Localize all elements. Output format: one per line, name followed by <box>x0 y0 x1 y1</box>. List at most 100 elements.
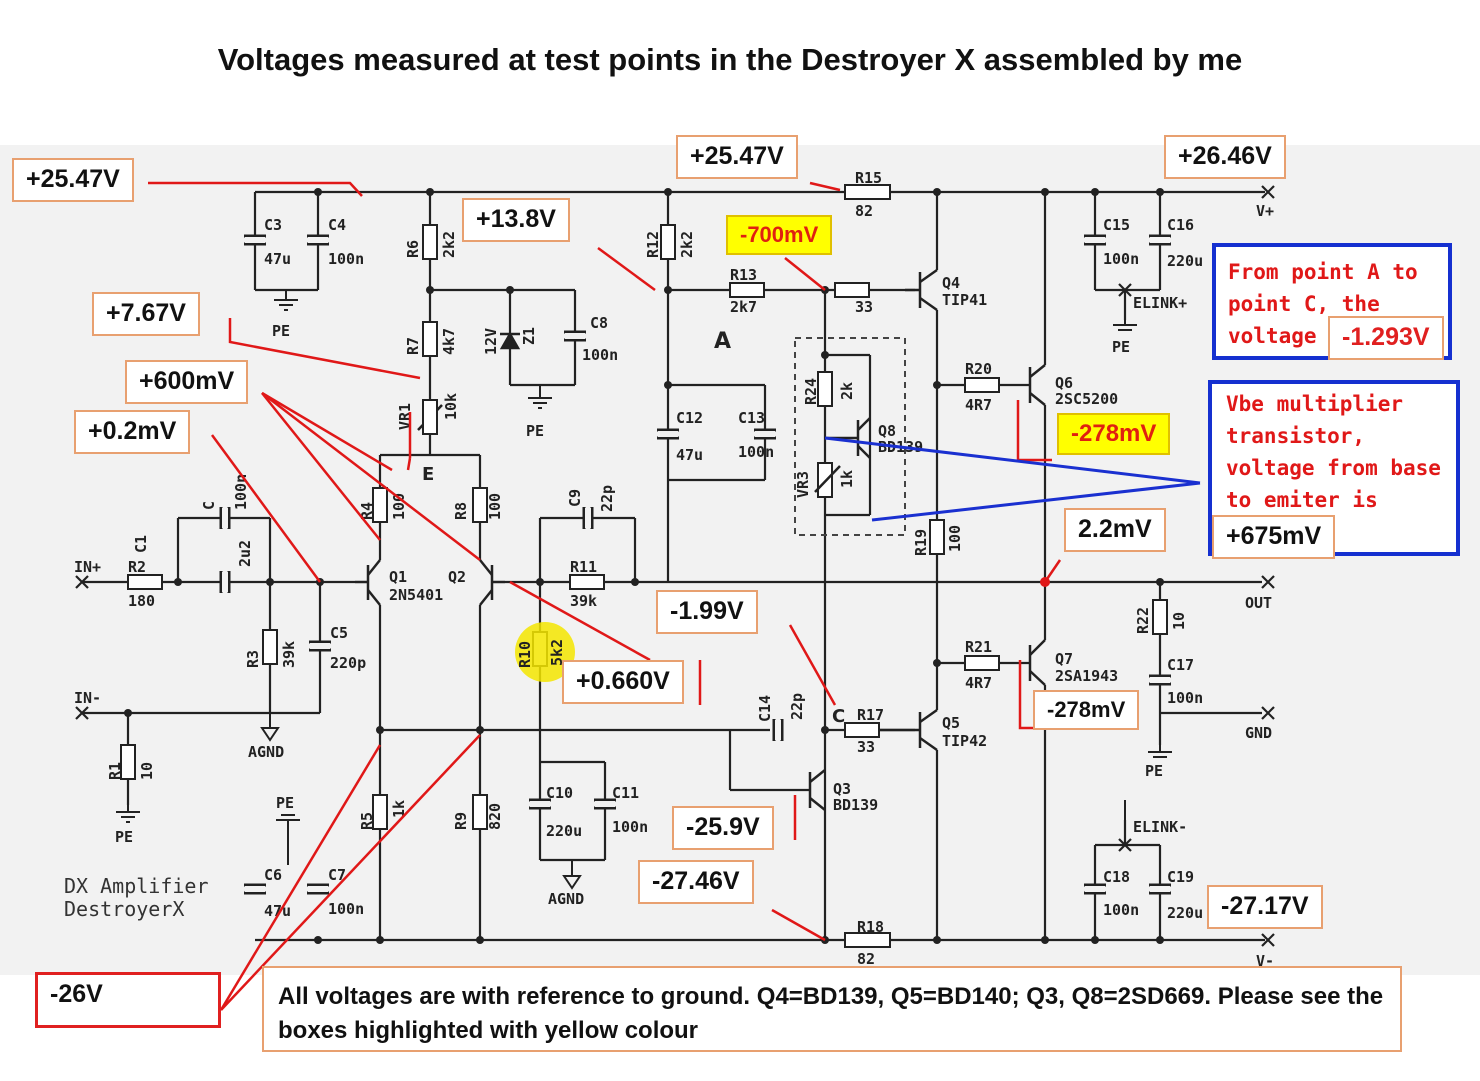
svg-text:R4: R4 <box>358 502 376 520</box>
svg-text:2SC5200: 2SC5200 <box>1055 390 1118 408</box>
svg-text:1k: 1k <box>838 470 856 488</box>
svg-text:10k: 10k <box>442 393 460 420</box>
svg-text:R8: R8 <box>452 502 470 520</box>
svg-text:100n: 100n <box>738 443 774 461</box>
svg-text:22p: 22p <box>598 485 616 512</box>
svg-text:100n: 100n <box>612 818 648 836</box>
vbe-multiplier-outline <box>794 337 906 536</box>
svg-text:47u: 47u <box>264 250 291 268</box>
svg-text:820: 820 <box>486 803 504 830</box>
svg-text:33: 33 <box>855 298 873 316</box>
svg-text:C18: C18 <box>1103 868 1130 886</box>
svg-text:R3: R3 <box>244 650 262 668</box>
terminal-in-plus: IN+ <box>74 558 101 576</box>
svg-text:2k2: 2k2 <box>678 231 696 258</box>
note-vbe-text: Vbe multiplier transistor, voltage from … <box>1226 392 1441 512</box>
net-elink-minus: ELINK- <box>1133 818 1187 836</box>
svg-text:2k7: 2k7 <box>730 298 757 316</box>
svg-text:C3: C3 <box>264 216 282 234</box>
resistors <box>120 184 1168 948</box>
svg-text:2k2: 2k2 <box>440 231 458 258</box>
net-pe-3: PE <box>115 828 133 846</box>
svg-text:R19: R19 <box>912 529 930 556</box>
svg-text:2SA1943: 2SA1943 <box>1055 667 1118 685</box>
label-neg-278mv-yellow: -278mV <box>1057 413 1171 456</box>
svg-text:33: 33 <box>857 738 875 756</box>
terminal-v-minus: V- <box>1256 952 1274 970</box>
svg-text:R17: R17 <box>857 706 884 724</box>
svg-text:22p: 22p <box>788 693 806 720</box>
svg-text:R21: R21 <box>965 638 992 656</box>
net-pe-4: PE <box>1112 338 1130 356</box>
net-pe-2: PE <box>526 422 544 440</box>
svg-text:Z1: Z1 <box>520 327 538 345</box>
svg-text:82: 82 <box>857 950 875 968</box>
svg-text:10: 10 <box>138 762 156 780</box>
svg-text:VR3: VR3 <box>794 471 812 498</box>
svg-text:47u: 47u <box>676 446 703 464</box>
r10-highlight <box>515 622 575 682</box>
svg-text:C: C <box>200 501 218 510</box>
svg-text:R22: R22 <box>1134 607 1152 634</box>
svg-text:TIP41: TIP41 <box>942 291 987 309</box>
red-pointers <box>148 181 1062 1012</box>
agnd-symbols <box>260 713 582 890</box>
svg-text:2k: 2k <box>838 382 856 400</box>
svg-text:R10: R10 <box>516 641 534 668</box>
svg-text:100: 100 <box>390 493 408 520</box>
svg-text:C10: C10 <box>546 784 573 802</box>
svg-text:12V: 12V <box>482 328 500 355</box>
svg-text:39k: 39k <box>280 641 298 668</box>
label-neg-27-17v: -27.17V <box>1207 885 1323 929</box>
terminals <box>75 185 1275 947</box>
svg-text:220u: 220u <box>1167 904 1203 922</box>
label-600mv: +600mV <box>125 360 249 404</box>
svg-text:4R7: 4R7 <box>965 396 992 414</box>
svg-text:C15: C15 <box>1103 216 1130 234</box>
page-title: Voltages measured at test points in the … <box>217 42 1243 77</box>
svg-text:100n: 100n <box>232 474 250 510</box>
svg-text:100n: 100n <box>328 900 364 918</box>
svg-text:1k: 1k <box>390 800 408 818</box>
point-c: C <box>832 706 845 727</box>
svg-text:5k2: 5k2 <box>548 639 566 666</box>
schematic-labels: IN+ IN- OUT GND V+ V- PE PE PE PE PE PE … <box>64 169 1274 970</box>
terminal-gnd: GND <box>1245 724 1272 742</box>
footnote: All voltages are with reference to groun… <box>262 966 1402 1052</box>
svg-text:Q3: Q3 <box>833 780 851 798</box>
terminal-in-minus: IN- <box>74 689 101 707</box>
svg-text:R13: R13 <box>730 266 757 284</box>
label-neg-1-293v: -1.293V <box>1328 316 1444 360</box>
svg-text:R1: R1 <box>106 762 124 780</box>
svg-text:2N5401: 2N5401 <box>389 586 443 604</box>
svg-text:100n: 100n <box>1103 901 1139 919</box>
svg-text:R9: R9 <box>452 812 470 830</box>
label-top-right-voltage: +26.46V <box>1164 135 1286 179</box>
svg-text:C12: C12 <box>676 409 703 427</box>
svg-text:100: 100 <box>946 525 964 552</box>
svg-text:R7: R7 <box>404 337 422 355</box>
label-neg-278mv-low: -278mV <box>1033 690 1140 731</box>
label-13-8v: +13.8V <box>462 198 570 242</box>
svg-text:R24: R24 <box>802 378 820 405</box>
svg-text:C4: C4 <box>328 216 346 234</box>
svg-text:C5: C5 <box>330 624 348 642</box>
net-pe-1: PE <box>272 322 290 340</box>
svg-text:100n: 100n <box>328 250 364 268</box>
svg-text:C14: C14 <box>756 695 774 722</box>
label-0-2mv: +0.2mV <box>74 410 191 454</box>
svg-text:Q6: Q6 <box>1055 374 1073 392</box>
svg-text:2u2: 2u2 <box>236 540 254 567</box>
label-neg-700mv: -700mV <box>726 215 833 256</box>
label-neg-25-9v: -25.9V <box>672 806 774 850</box>
terminal-v-plus: V+ <box>1256 202 1274 220</box>
net-pe-6: PE <box>276 794 294 812</box>
label-top-mid-voltage: +25.47V <box>676 135 798 179</box>
label-7-67v: +7.67V <box>92 292 200 336</box>
svg-text:R12: R12 <box>644 231 662 258</box>
svg-text:82: 82 <box>855 202 873 220</box>
svg-text:C13: C13 <box>738 409 765 427</box>
svg-text:R6: R6 <box>404 240 422 258</box>
blue-pointers <box>824 436 1201 522</box>
svg-text:R20: R20 <box>965 360 992 378</box>
